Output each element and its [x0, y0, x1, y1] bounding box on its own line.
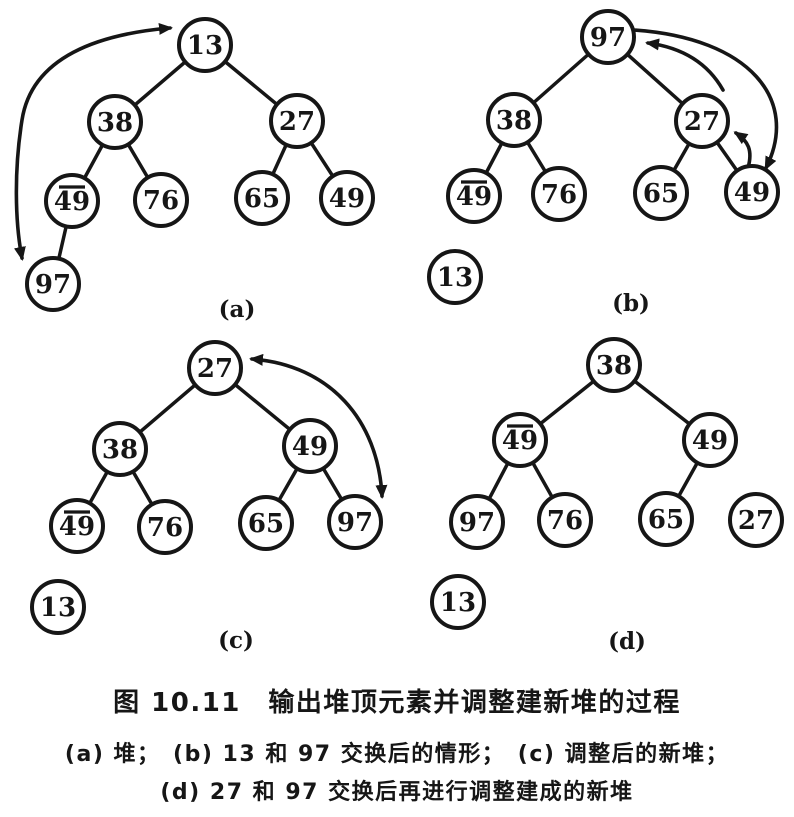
diagram-label-a: (a) — [219, 296, 256, 323]
node-value: 65 — [648, 505, 684, 535]
node-value: 13 — [440, 588, 476, 618]
node-value: 97 — [35, 270, 71, 300]
swap-arrow-b-27-to-97 — [645, 38, 725, 92]
figure-caption-subtitle-abc: (a) 堆； (b) 13 和 97 交换后的情形； (c) 调整后的新堆； — [64, 742, 730, 767]
node-value: 27 — [197, 354, 233, 384]
tree-node-a-49b: 49 — [44, 173, 100, 229]
tree-node-b-97: 97 — [580, 9, 636, 65]
node-value: 27 — [279, 107, 315, 137]
diagram-label-d: (d) — [608, 628, 646, 655]
tree-node-c-65: 65 — [238, 495, 294, 551]
tree-node-d-49: 49 — [682, 412, 738, 468]
node-value: 38 — [102, 435, 138, 465]
detached-node-c-13: 13 — [30, 579, 86, 635]
swap-arrow-b-97-to-49 — [632, 28, 779, 171]
tree-node-a-13: 13 — [177, 17, 233, 73]
node-value: 49 — [59, 512, 95, 542]
swap-arrow-a-97-to-13 — [14, 22, 173, 261]
node-value: 49 — [54, 187, 90, 217]
diagram-label-c: (c) — [218, 627, 254, 654]
tree-node-d-49b: 49 — [492, 412, 548, 468]
swap-arrow-c-97-to-27 — [249, 353, 388, 499]
diagram-a: 13 38 27 49 76 65 49 97 (a) — [14, 17, 375, 323]
tree-node-b-65: 65 — [633, 165, 689, 221]
tree-node-b-38: 38 — [486, 92, 542, 148]
figure-caption-subtitle-d: (d) 27 和 97 交换后再进行调整建成的新堆 — [160, 780, 634, 805]
node-value: 97 — [459, 508, 495, 538]
node-value: 76 — [147, 513, 183, 543]
node-value: 76 — [541, 180, 577, 210]
tree-node-d-97: 97 — [449, 494, 505, 550]
tree-node-c-49: 49 — [282, 418, 338, 474]
detached-node-d-13: 13 — [430, 574, 486, 630]
tree-node-b-49: 49 — [724, 164, 780, 220]
tree-node-a-49: 49 — [319, 170, 375, 226]
tree-node-a-65: 65 — [234, 170, 290, 226]
node-value: 76 — [547, 506, 583, 536]
tree-node-a-38: 38 — [87, 94, 143, 150]
tree-node-d-65: 65 — [638, 491, 694, 547]
tree-node-a-97: 97 — [25, 256, 81, 312]
node-value: 65 — [643, 179, 679, 209]
tree-node-c-38: 38 — [92, 421, 148, 477]
node-value: 49 — [734, 178, 770, 208]
node-value: 97 — [590, 23, 626, 53]
node-value: 49 — [329, 184, 365, 214]
node-value: 65 — [248, 509, 284, 539]
tree-node-a-76: 76 — [133, 172, 189, 228]
tree-node-d-76: 76 — [537, 492, 593, 548]
figure-caption-title: 图 10.11 输出堆顶元素并调整建新堆的过程 — [113, 688, 681, 718]
node-value: 76 — [143, 186, 179, 216]
detached-node-b-13: 13 — [427, 249, 483, 305]
node-value: 27 — [684, 107, 720, 137]
swap-arrow-b-49-to-27 — [733, 131, 752, 170]
node-value: 65 — [244, 184, 280, 214]
heap-diagrams-group: 13 38 27 49 76 65 49 97 (a) 97 38 27 49 76 65 49 13 (b) 27… — [14, 9, 784, 655]
node-value: 27 — [738, 506, 774, 536]
node-value: 13 — [40, 593, 76, 623]
node-value: 49 — [502, 426, 538, 456]
tree-node-c-97: 97 — [327, 494, 383, 550]
tree-node-d-38: 38 — [586, 337, 642, 393]
node-value: 49 — [456, 182, 492, 212]
tree-node-c-76: 76 — [137, 499, 193, 555]
diagram-d: 38 49 49 97 76 65 27 13 (d) — [430, 337, 784, 655]
tree-node-c-27: 27 — [187, 340, 243, 396]
node-value: 13 — [187, 31, 223, 61]
node-value: 38 — [496, 106, 532, 136]
tree-node-b-76: 76 — [531, 166, 587, 222]
node-value: 38 — [596, 351, 632, 381]
node-value: 49 — [292, 432, 328, 462]
detached-node-d-27: 27 — [728, 492, 784, 548]
node-value: 97 — [337, 508, 373, 538]
tree-node-c-49b: 49 — [49, 498, 105, 554]
tree-node-b-49b: 49 — [446, 168, 502, 224]
node-value: 13 — [437, 263, 473, 293]
tree-node-a-27: 27 — [269, 93, 325, 149]
diagram-c: 27 38 49 49 76 65 97 13 (c) — [30, 340, 388, 654]
node-value: 49 — [692, 426, 728, 456]
figure-canvas: 13 38 27 49 76 65 49 97 (a) 97 38 27 49 76 65 49 13 (b) 27… — [14, 9, 784, 655]
node-value: 38 — [97, 108, 133, 138]
diagram-b: 97 38 27 49 76 65 49 13 (b) — [427, 9, 780, 317]
diagram-label-b: (b) — [612, 290, 650, 317]
tree-node-b-27: 27 — [674, 93, 730, 149]
